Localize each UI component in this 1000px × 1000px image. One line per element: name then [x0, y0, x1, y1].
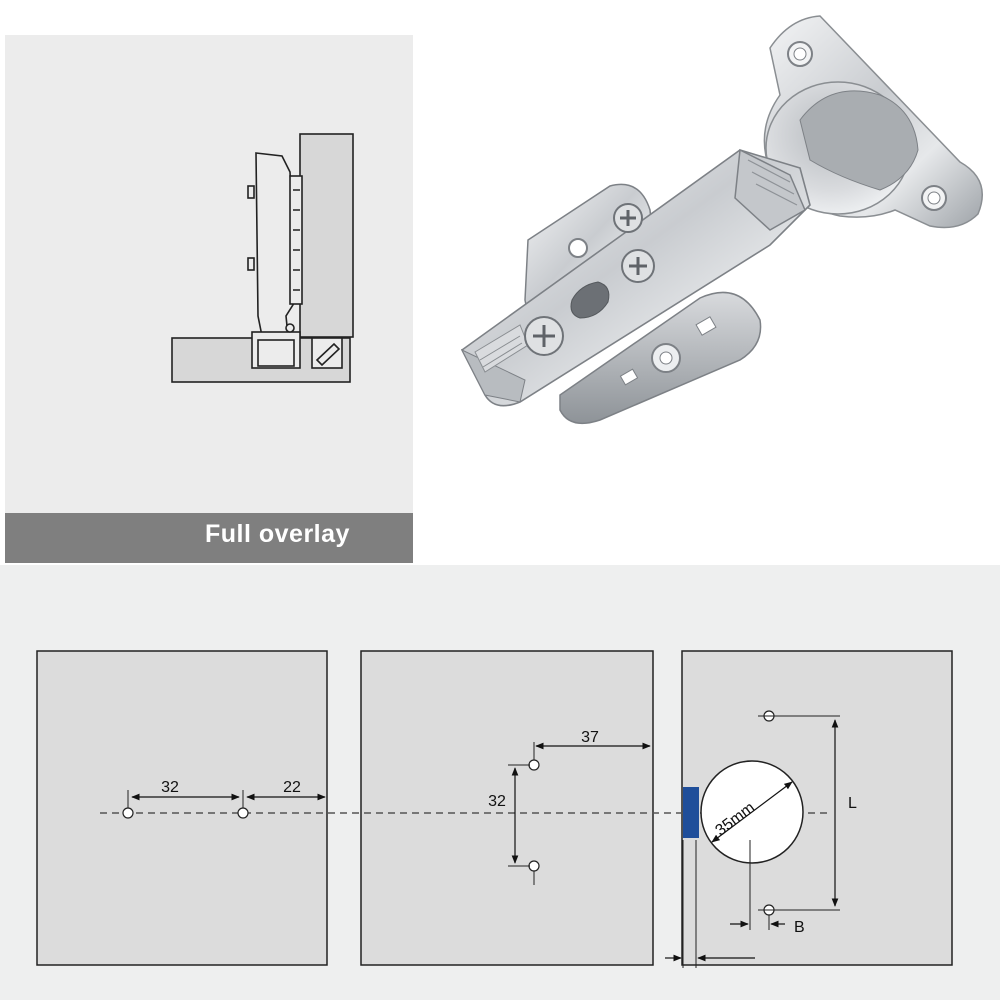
dim-screw-distance: L — [848, 795, 857, 812]
middle-panel-dimensions — [508, 742, 651, 885]
dim-left-spacing: 32 — [161, 779, 179, 796]
hinge-arm — [255, 152, 297, 337]
hinge-cup — [289, 175, 303, 305]
screw-3 — [613, 203, 643, 233]
dim-middle-spacing: 32 — [488, 793, 506, 810]
left-panel-dimensions — [122, 790, 326, 819]
drill-panel-left — [36, 650, 328, 966]
dim-left-edge: 22 — [283, 779, 301, 796]
screw-2 — [621, 249, 655, 283]
caption-text: Full overlay — [205, 520, 350, 548]
dim-middle-offset: 37 — [581, 729, 599, 746]
hinge-product-image — [460, 15, 983, 425]
hinge-side-view — [171, 133, 354, 383]
right-panel-dimensions — [665, 710, 840, 968]
drill-panel-middle — [360, 650, 654, 966]
screw-1 — [524, 316, 564, 356]
door-edge-marker — [683, 787, 699, 838]
door-panel — [299, 133, 354, 338]
caption-bar — [5, 513, 413, 563]
dim-edge-distance: B — [794, 919, 805, 936]
